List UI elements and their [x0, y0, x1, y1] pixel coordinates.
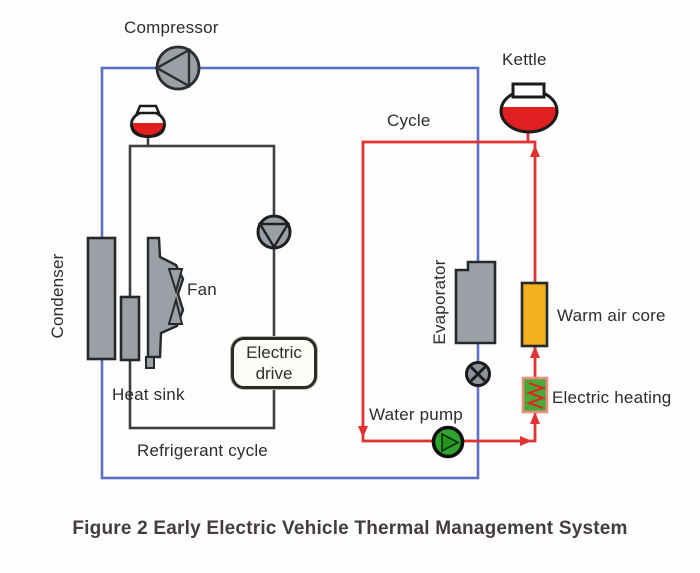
heat-sink-icon [119, 295, 141, 362]
electric-drive-label-line2: drive [255, 364, 293, 383]
compressor-triangle [154, 47, 191, 89]
figure-caption: Figure 2 Early Electric Vehicle Thermal … [72, 518, 628, 539]
cycle-label: Cycle [387, 111, 431, 130]
compressor-label: Compressor [124, 18, 219, 37]
electric-drive-box: Electric drive [231, 337, 317, 389]
flow-arrow-down-left [358, 426, 368, 438]
flow-arrow-right-bottom [520, 436, 532, 446]
fan-foot [145, 356, 155, 369]
flow-arrow-up-warm-air-core [530, 346, 540, 358]
fan-blade-lower [167, 296, 184, 325]
fan-loop-valve-triangle [257, 222, 291, 250]
flow-arrow-up-kettle [530, 145, 540, 157]
refrigerant-cycle-label: Refrigerant cycle [137, 441, 268, 460]
evaporator-label: Evaporator [430, 259, 449, 345]
condenser-icon [86, 236, 117, 361]
electric-heating-coil [525, 381, 547, 410]
warm-air-core-label: Warm air core [557, 306, 666, 325]
inner-loop-line [128, 144, 276, 430]
kettle-label: Kettle [502, 50, 547, 69]
heat-sink-label: Heat sink [112, 385, 185, 404]
expansion-tank-lid [135, 104, 161, 115]
shutoff-valve-x2 [470, 366, 486, 382]
flow-arrow-up-electric-heating [530, 412, 540, 424]
electric-heating-label: Electric heating [552, 388, 672, 407]
warm-air-core-icon [520, 281, 549, 348]
water-pump-triangle [441, 432, 460, 453]
expansion-tank-bottom-outline [130, 123, 166, 138]
kettle-lid [511, 82, 546, 99]
fan-icon [146, 236, 185, 359]
fan-label: Fan [187, 280, 217, 299]
kettle-liquid [500, 107, 557, 132]
fan-blade-upper [167, 268, 184, 295]
evaporator-icon [454, 260, 497, 345]
electric-drive-label-line1: Electric [246, 343, 302, 362]
water-pump-label: Water pump [369, 405, 463, 424]
condenser-label: Condenser [48, 253, 67, 339]
